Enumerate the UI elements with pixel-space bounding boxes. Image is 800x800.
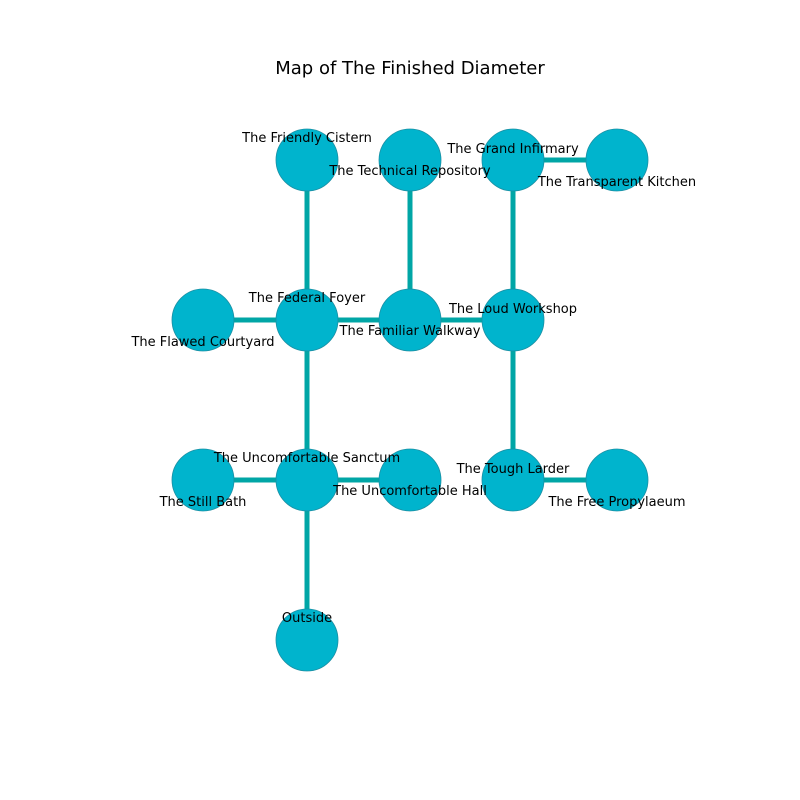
room-node-uncomfortable-sanctum [275, 448, 339, 512]
room-label-tough-larder: The Tough Larder [456, 462, 570, 477]
room-label-technical-repository: The Technical Repository [328, 164, 491, 179]
room-label-grand-infirmary: The Grand Infirmary [446, 142, 579, 157]
room-node-still-bath [171, 448, 235, 512]
room-node-loud-workshop [481, 288, 545, 352]
room-node-federal-foyer [275, 288, 339, 352]
map-title: Map of The Finished Diameter [275, 58, 545, 79]
room-node-friendly-cistern [275, 128, 339, 192]
room-label-uncomfortable-sanctum: The Uncomfortable Sanctum [213, 451, 400, 466]
room-node-tough-larder [481, 448, 545, 512]
room-node-outside [275, 608, 339, 672]
room-node-transparent-kitchen [585, 128, 649, 192]
room-node-uncomfortable-hall [378, 448, 442, 512]
room-label-loud-workshop: The Loud Workshop [448, 302, 577, 317]
room-label-familiar-walkway: The Familiar Walkway [339, 324, 481, 339]
room-node-grand-infirmary [481, 128, 545, 192]
room-label-federal-foyer: The Federal Foyer [248, 291, 366, 306]
room-label-free-propylaeum: The Free Propylaeum [547, 495, 685, 510]
room-label-friendly-cistern: The Friendly Cistern [241, 131, 372, 146]
connections-layer [203, 157, 617, 640]
room-label-flawed-courtyard: The Flawed Courtyard [130, 335, 274, 350]
room-label-outside: Outside [282, 611, 332, 626]
room-label-uncomfortable-hall: The Uncomfortable Hall [332, 484, 487, 499]
room-node-free-propylaeum [585, 448, 649, 512]
room-label-transparent-kitchen: The Transparent Kitchen [537, 175, 696, 190]
room-node-technical-repository [378, 128, 442, 192]
room-label-still-bath: The Still Bath [159, 495, 247, 510]
rooms-layer [171, 128, 649, 672]
room-node-flawed-courtyard [171, 288, 235, 352]
room-node-familiar-walkway [378, 288, 442, 352]
